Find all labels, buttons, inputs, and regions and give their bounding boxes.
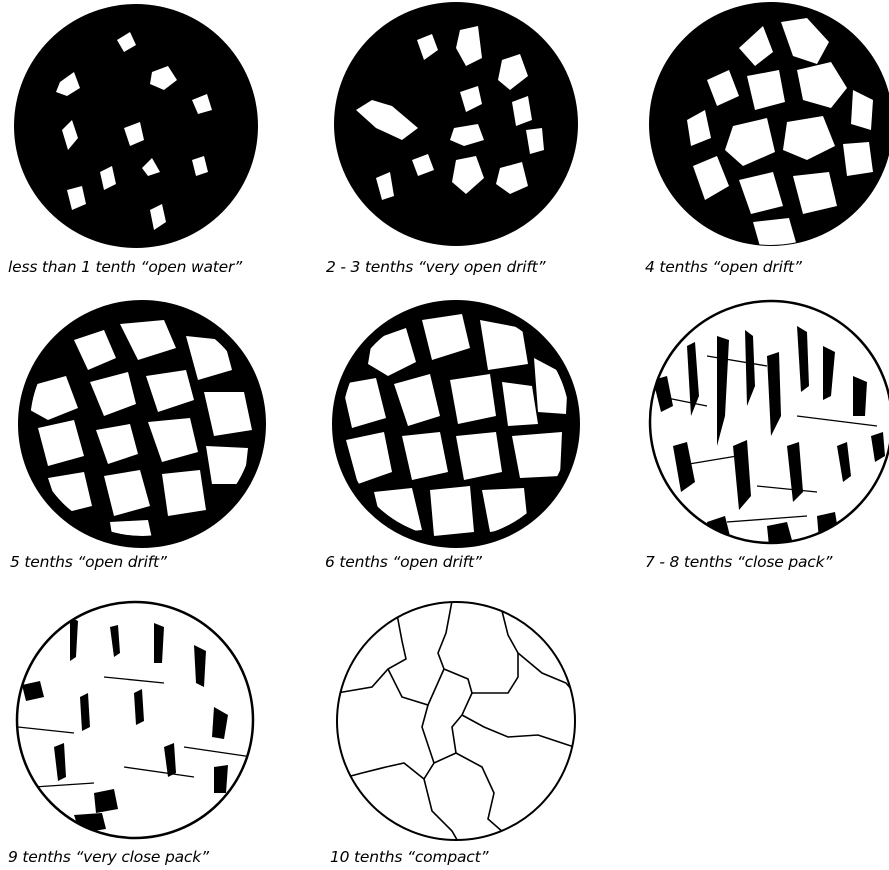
ice-circle-open-drift-6 [332,300,580,548]
ice-circle-close-pack [647,296,889,548]
caption-open-drift-6: 6 tenths “open drift” [325,553,482,571]
caption-open-drift-5: 5 tenths “open drift” [10,553,167,571]
ice-circle-open-water [12,0,260,252]
ice-circle-very-open-drift [332,0,580,252]
ice-circle-compact [332,597,580,845]
caption-open-drift-4: 4 tenths “open drift” [645,258,802,276]
caption-very-close-pack: 9 tenths “very close pack” [8,848,209,866]
caption-very-open-drift: 2 - 3 tenths “very open drift” [326,258,545,276]
caption-compact: 10 tenths “compact” [330,848,488,866]
caption-open-water: less than 1 tenth “open water” [8,258,242,276]
caption-close-pack: 7 - 8 tenths “close pack” [645,553,832,571]
ice-circle-open-drift-4 [647,0,889,252]
ice-circle-open-drift-5 [18,300,266,548]
ice-circle-very-close-pack [14,597,256,843]
